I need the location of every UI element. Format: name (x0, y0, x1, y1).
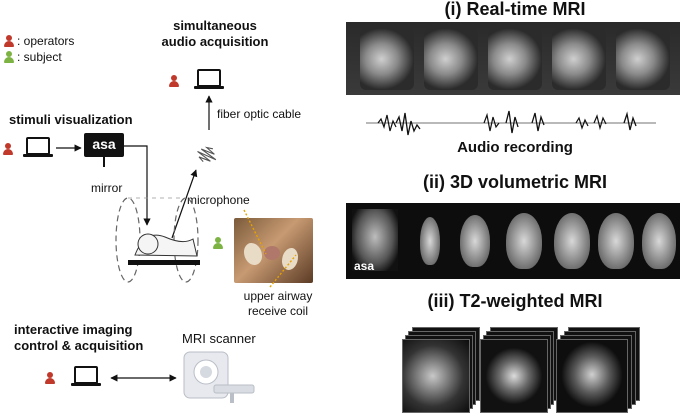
rt-frame-5 (616, 28, 670, 90)
vol-slice-6 (598, 213, 634, 269)
strip-text: asa (354, 259, 375, 273)
subject-icon (213, 237, 223, 249)
real-time-mri-title: (i) Real-time MRI (444, 0, 586, 19)
control-operator-icon (45, 372, 55, 384)
interactive-label-2: control & acquisition (14, 338, 144, 353)
interactive-label-1: interactive imaging (14, 322, 133, 337)
real-time-mri-strip (346, 22, 680, 95)
projector-screen: asa (84, 133, 124, 157)
t2-sagittal-stack (402, 327, 482, 413)
fiber-label: fiber optic cable (217, 107, 302, 121)
vol-slice-5 (554, 213, 590, 269)
microphone-to-waveform-arrow (171, 169, 198, 239)
t2-axial-stack (480, 327, 560, 413)
legend-subject: : subject (17, 50, 62, 64)
coil-label-2: receive coil (247, 304, 309, 318)
projector-to-mirror-arrow (124, 145, 151, 226)
microphone-label: microphone (187, 193, 250, 207)
rt-frame-3 (488, 28, 542, 90)
projector-stand (103, 157, 105, 167)
rt-frame-4 (552, 28, 606, 90)
mirror-label: mirror (91, 181, 123, 195)
vol-slice-3 (460, 215, 490, 267)
volumetric-mri-strip: asa (346, 203, 680, 279)
subject-legend-icon (4, 51, 14, 63)
volumetric-mri-title: (ii) 3D volumetric MRI (422, 172, 608, 192)
subject-lying-icon (128, 209, 297, 288)
t2-mri-title: (iii) T2-weighted MRI (427, 291, 603, 311)
mouth-coil-photo (234, 218, 313, 283)
mri-scanner-icon (183, 351, 255, 403)
control-laptop-icon (71, 366, 101, 388)
mri-scanner-label: MRI scanner (182, 331, 256, 346)
stimuli-label: stimuli visualization (9, 112, 133, 127)
audio-operator-icon (169, 75, 179, 87)
vol-slice-4 (506, 213, 542, 269)
stimuli-operator-icon (3, 143, 13, 155)
stimuli-laptop-icon (23, 137, 53, 159)
legend-operators: : operators (17, 34, 75, 48)
rt-frame-1 (360, 28, 414, 90)
audio-waveform-plot (366, 110, 656, 136)
audio-acquisition-label-1: simultaneous (173, 18, 257, 33)
projector-text: asa (92, 136, 116, 152)
audio-waveform-icon (197, 146, 217, 163)
audio-acquisition-label-2: audio acquisition (161, 34, 269, 49)
vol-slice-7 (642, 213, 676, 269)
operator-legend-icon (4, 35, 14, 47)
audio-laptop-icon (194, 69, 224, 91)
coil-label-1: upper airway (243, 289, 313, 303)
audio-recording-label: Audio recording (457, 139, 573, 156)
rt-frame-2 (424, 28, 478, 90)
t2-coronal-stack (556, 327, 642, 413)
vol-slice-1 (352, 209, 398, 271)
vol-slice-2 (420, 217, 440, 265)
left-diagram-graphics (56, 95, 297, 403)
